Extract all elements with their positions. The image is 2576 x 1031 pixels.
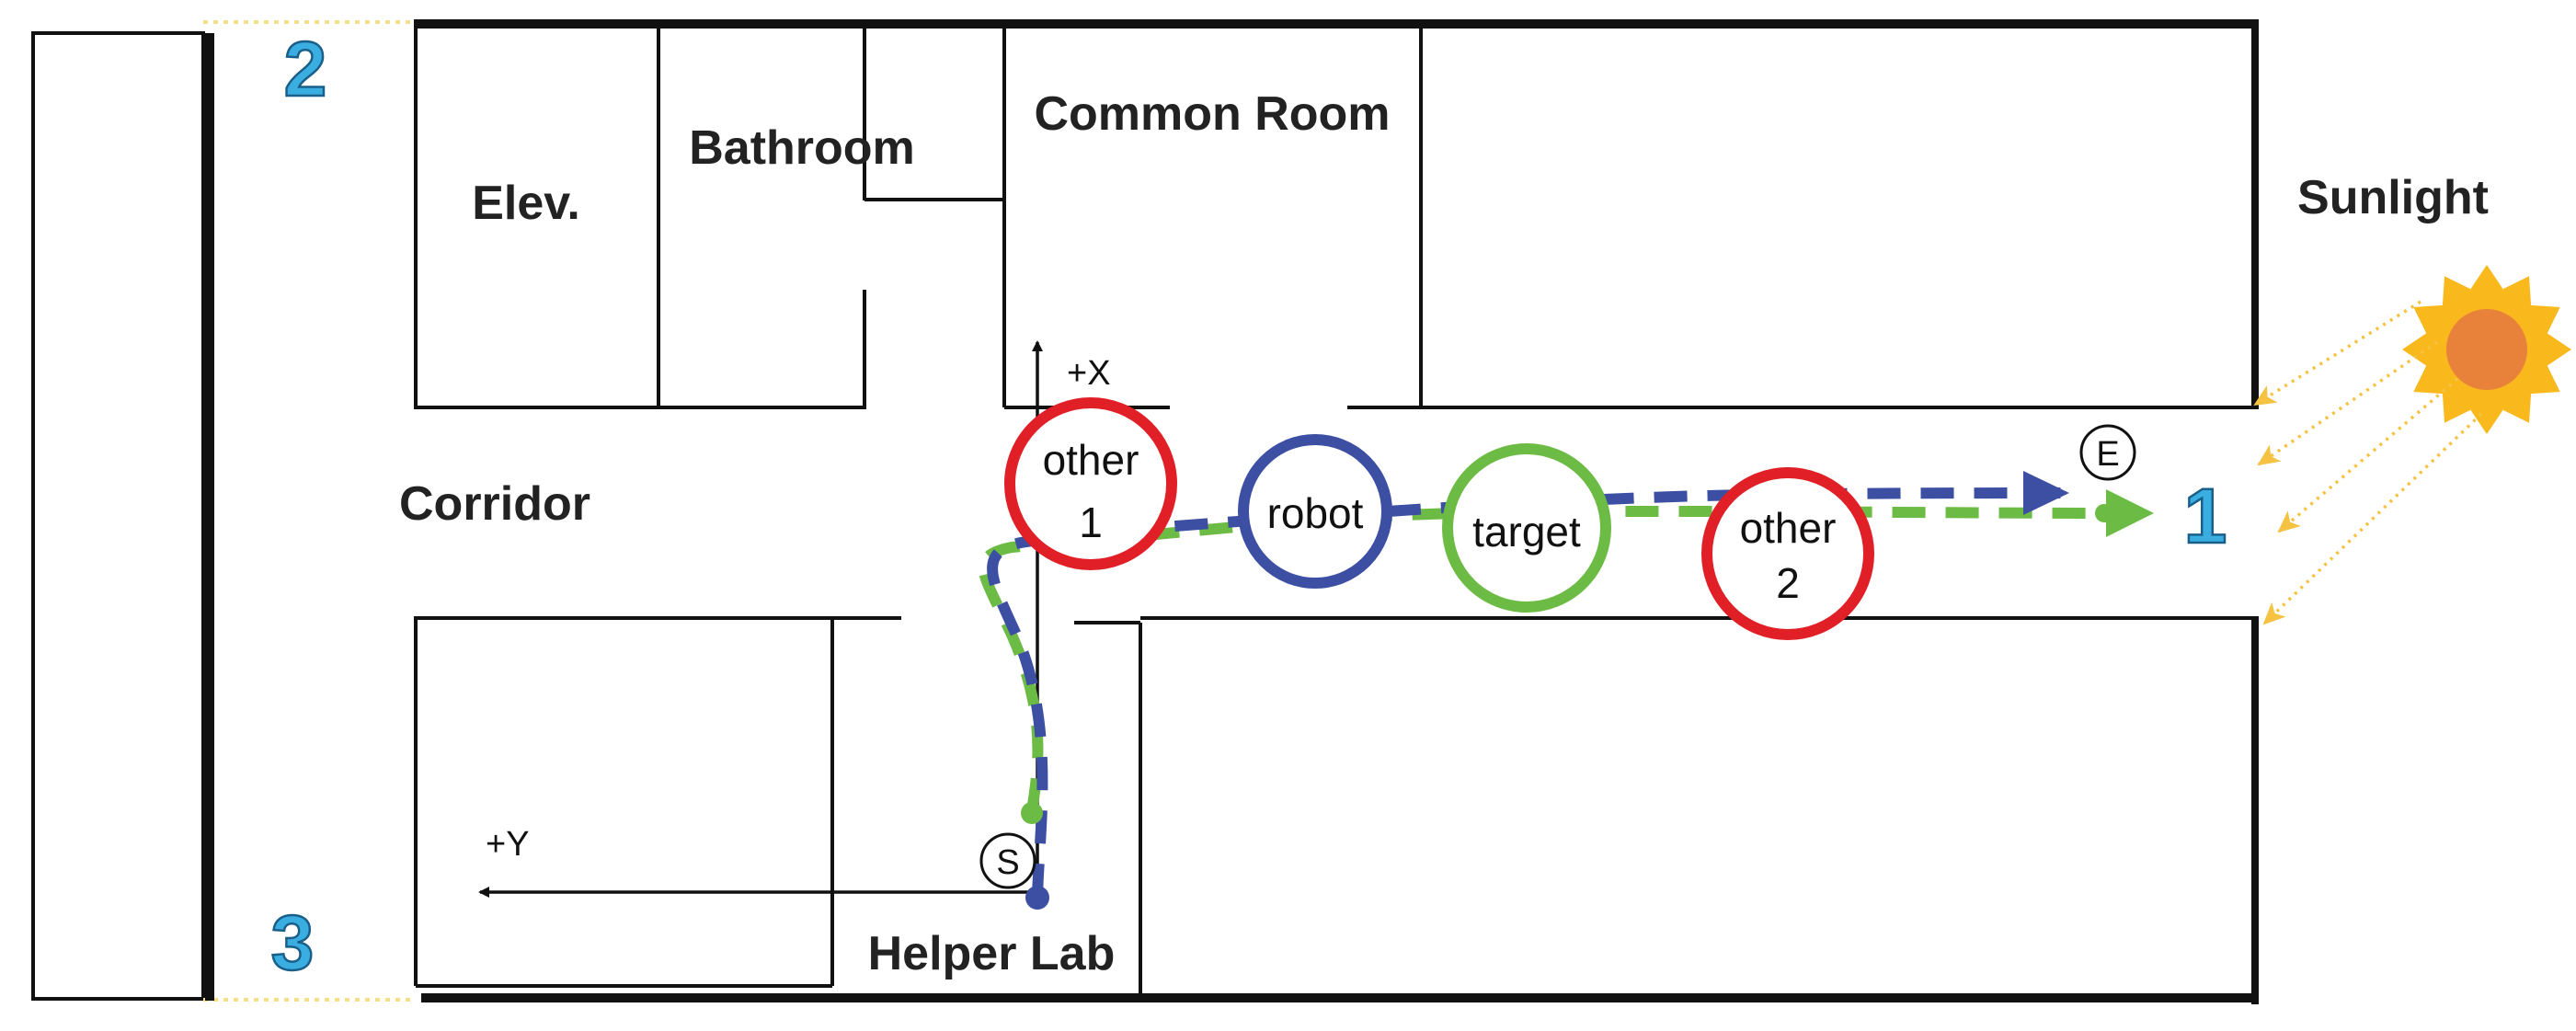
light-source-label: Sunlight bbox=[2297, 171, 2489, 224]
agent-target: target bbox=[1442, 443, 1611, 613]
room-label-elevator: Elev. bbox=[472, 177, 580, 230]
target-path-end-dot bbox=[2095, 504, 2113, 522]
room-label-common-room: Common Room bbox=[1034, 87, 1390, 141]
x-axis-label: +X bbox=[1067, 354, 1111, 393]
room-label-corridor: Corridor bbox=[399, 477, 590, 531]
sunlight-rays bbox=[2253, 300, 2483, 625]
other-1-label-line2: 1 bbox=[1079, 498, 1103, 546]
location-marker-3: 3 bbox=[271, 899, 315, 986]
other-1-label-line1: other bbox=[1043, 436, 1139, 484]
target-path-arrowhead bbox=[2106, 489, 2154, 537]
room-label-bathroom: Bathroom bbox=[689, 121, 915, 175]
left-wall-block bbox=[31, 31, 205, 1001]
y-axis-label: +Y bbox=[486, 825, 530, 864]
sun-core bbox=[2446, 309, 2527, 390]
room-label-helper-lab: Helper Lab bbox=[868, 927, 1116, 980]
target-label: target bbox=[1472, 508, 1581, 556]
bottom-room-walls bbox=[414, 616, 2253, 993]
target-start-dot bbox=[1021, 802, 1043, 824]
start-marker-label: S bbox=[996, 843, 1019, 882]
outer-walls bbox=[414, 19, 2259, 1004]
location-marker-1: 1 bbox=[2184, 473, 2227, 559]
sun-icon bbox=[2402, 265, 2571, 434]
end-marker-label: E bbox=[2096, 435, 2119, 474]
location-marker-2: 2 bbox=[284, 26, 327, 112]
start-marker: S bbox=[979, 832, 1036, 889]
end-marker: E bbox=[2079, 424, 2136, 481]
robot-label: robot bbox=[1267, 489, 1364, 537]
agent-other-1: other 1 bbox=[1004, 397, 1177, 570]
other-2-label-line1: other bbox=[1740, 504, 1837, 552]
robot-start-dot bbox=[1025, 886, 1049, 910]
robot-path-end-dot bbox=[2032, 484, 2051, 502]
other-2-label-line2: 2 bbox=[1776, 559, 1800, 607]
top-room-walls bbox=[414, 24, 2253, 409]
agent-robot: robot bbox=[1238, 434, 1392, 589]
agent-other-2: other 2 bbox=[1701, 467, 1874, 640]
